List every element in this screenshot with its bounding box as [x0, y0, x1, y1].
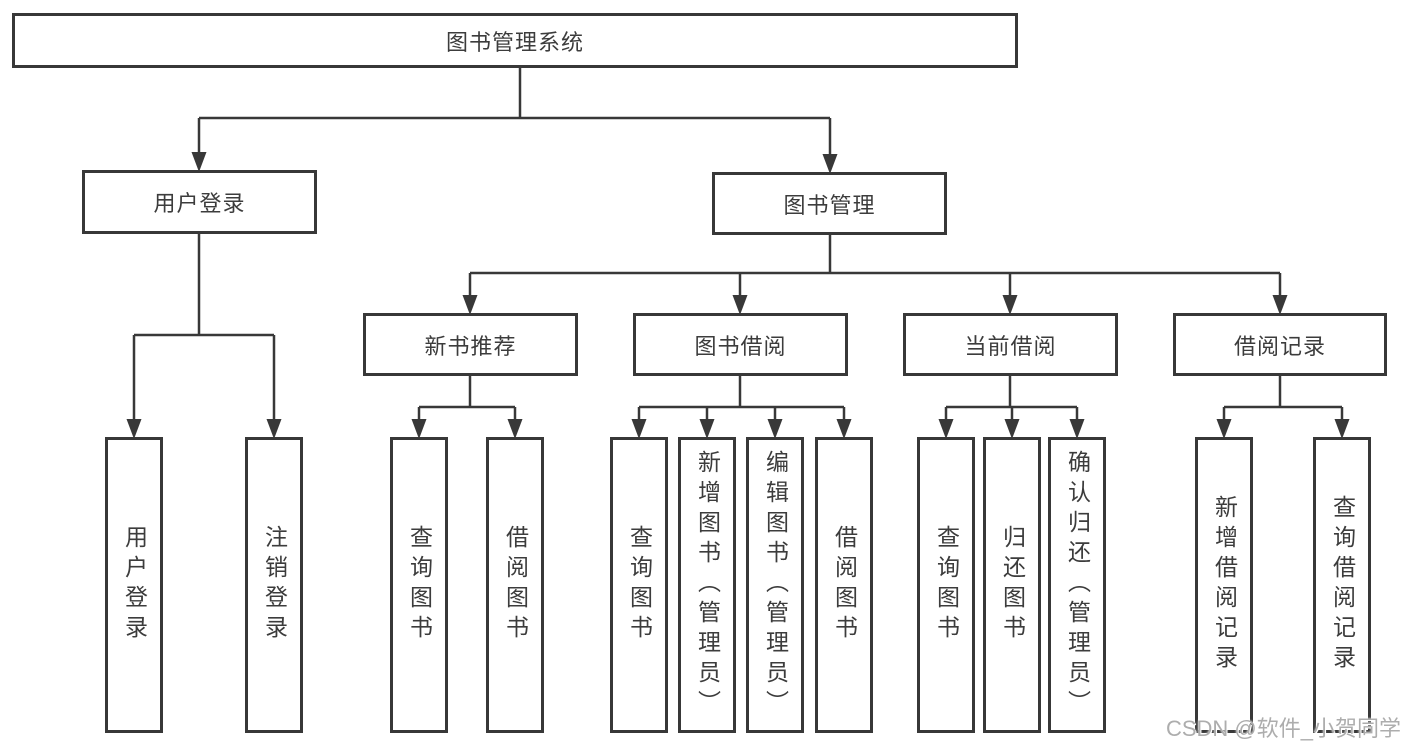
node-label: 借阅图书: [831, 525, 858, 645]
leaf-query-books-recommend: 查询图书: [390, 437, 448, 733]
node-book-borrowing: 图书借阅: [633, 313, 848, 376]
node-label: 借阅记录: [1233, 333, 1326, 359]
node-label: 当前借阅: [964, 333, 1057, 359]
leaf-user-login: 用户登录: [105, 437, 163, 733]
node-borrowing-records: 借阅记录: [1173, 313, 1387, 376]
node-label: 查询图书: [406, 525, 433, 645]
node-label: 用户登录: [121, 525, 148, 645]
leaf-confirm-return-admin: 确认归还（管理员）: [1048, 437, 1106, 733]
node-user-login: 用户登录: [82, 170, 317, 234]
leaf-query-books-current: 查询图书: [917, 437, 975, 733]
node-label: 确认归还（管理员）: [1064, 450, 1091, 720]
connector-book-management-branch: [468, 235, 1282, 311]
node-book-management: 图书管理: [712, 172, 947, 235]
leaf-query-borrow-record: 查询借阅记录: [1313, 437, 1371, 733]
connector-root-to-level2: [197, 68, 832, 170]
leaf-edit-books-admin: 编辑图书（管理员）: [746, 437, 804, 733]
node-label: 用户登录: [153, 191, 246, 216]
node-label: 图书借阅: [694, 333, 787, 359]
csdn-watermark: CSDN @软件_小贺同学: [1165, 716, 1401, 741]
node-library-management-system: 图书管理系统: [12, 13, 1018, 68]
leaf-logout: 注销登录: [245, 437, 303, 733]
leaf-return-books: 归还图书: [983, 437, 1041, 733]
node-label: 新增图书（管理员）: [694, 450, 721, 720]
node-label: 新增借阅记录: [1211, 495, 1238, 675]
node-label: 注销登录: [261, 525, 288, 645]
leaf-add-borrow-record: 新增借阅记录: [1195, 437, 1253, 733]
node-label: 新书推荐: [424, 333, 517, 359]
node-label: 查询图书: [626, 525, 653, 645]
leaf-borrow-books-recommend: 借阅图书: [486, 437, 544, 733]
connector-user-login-branch: [132, 234, 276, 435]
node-label: 查询图书: [933, 525, 960, 645]
connector-leaf-branches: [417, 376, 1344, 435]
node-label: 归还图书: [999, 525, 1026, 645]
node-label: 图书管理系统: [445, 29, 584, 55]
node-label: 查询借阅记录: [1329, 495, 1356, 675]
node-new-book-recommendation: 新书推荐: [363, 313, 578, 376]
leaf-borrow-books-borrowing: 借阅图书: [815, 437, 873, 733]
leaf-add-books-admin: 新增图书（管理员）: [678, 437, 736, 733]
node-label: 编辑图书（管理员）: [762, 450, 789, 720]
node-label: 借阅图书: [502, 525, 529, 645]
node-current-borrowing: 当前借阅: [903, 313, 1118, 376]
leaf-query-books-borrowing: 查询图书: [610, 437, 668, 733]
node-label: 图书管理: [783, 192, 876, 218]
